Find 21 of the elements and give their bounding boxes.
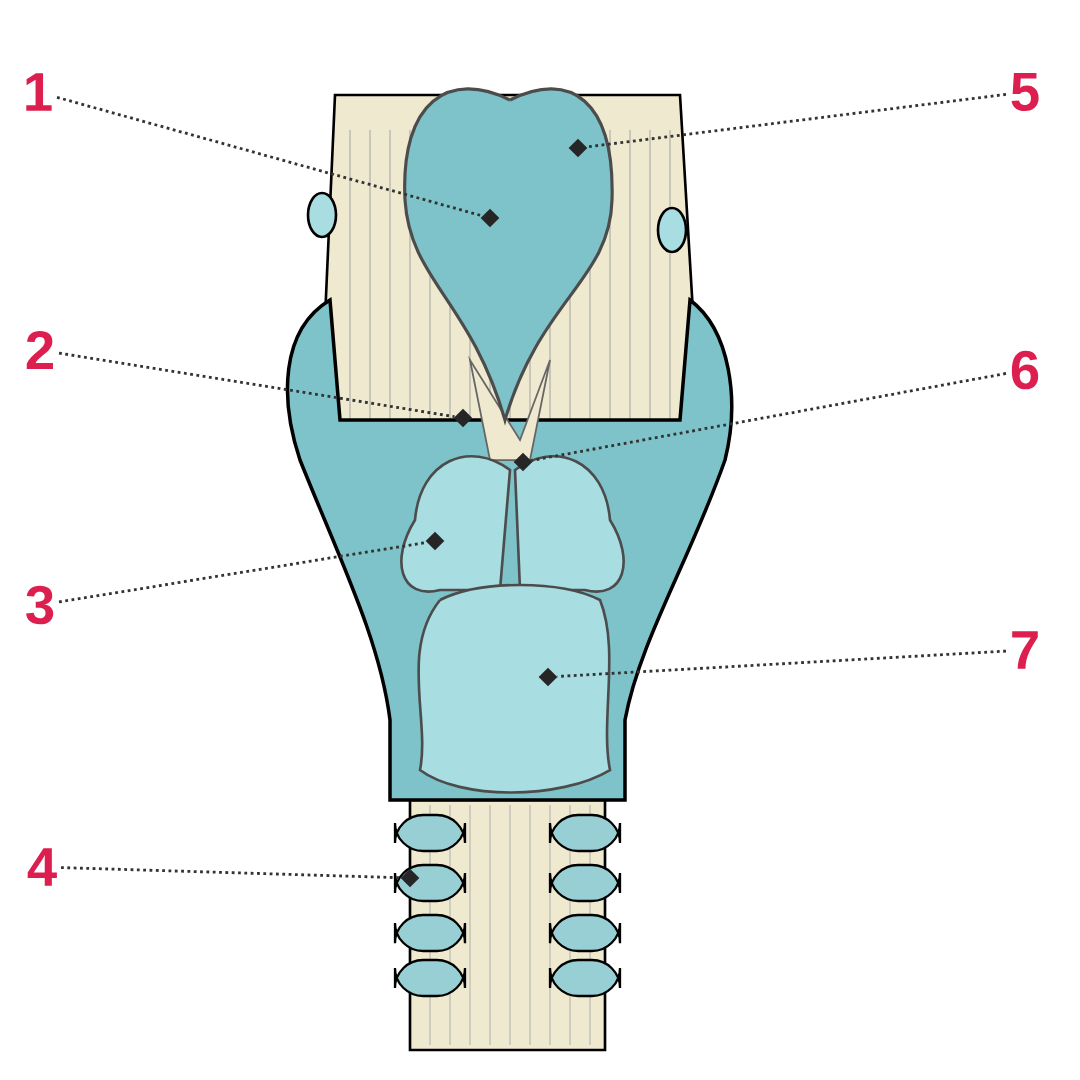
callout-number: 6 [1011, 350, 1039, 390]
callout-number: 1 [26, 73, 52, 111]
leader-point [453, 408, 473, 428]
leader-line [60, 866, 401, 880]
leader-point [513, 452, 533, 472]
callout-number: 4 [27, 848, 57, 886]
callout-number: 5 [1011, 73, 1039, 111]
leader-point [400, 868, 420, 888]
leader-line [58, 351, 455, 419]
leader-line [56, 95, 483, 218]
leader-line [557, 649, 1007, 678]
leader-line [58, 541, 427, 604]
callout-number: 3 [26, 585, 54, 625]
leader-point [425, 531, 445, 551]
leader-point [538, 667, 558, 687]
leader-line [586, 93, 1007, 149]
callout-number: 7 [1012, 631, 1038, 669]
leader-line [531, 372, 1007, 462]
leader-point [568, 138, 588, 158]
callout-number: 2 [26, 331, 53, 370]
leader-point [480, 208, 500, 228]
